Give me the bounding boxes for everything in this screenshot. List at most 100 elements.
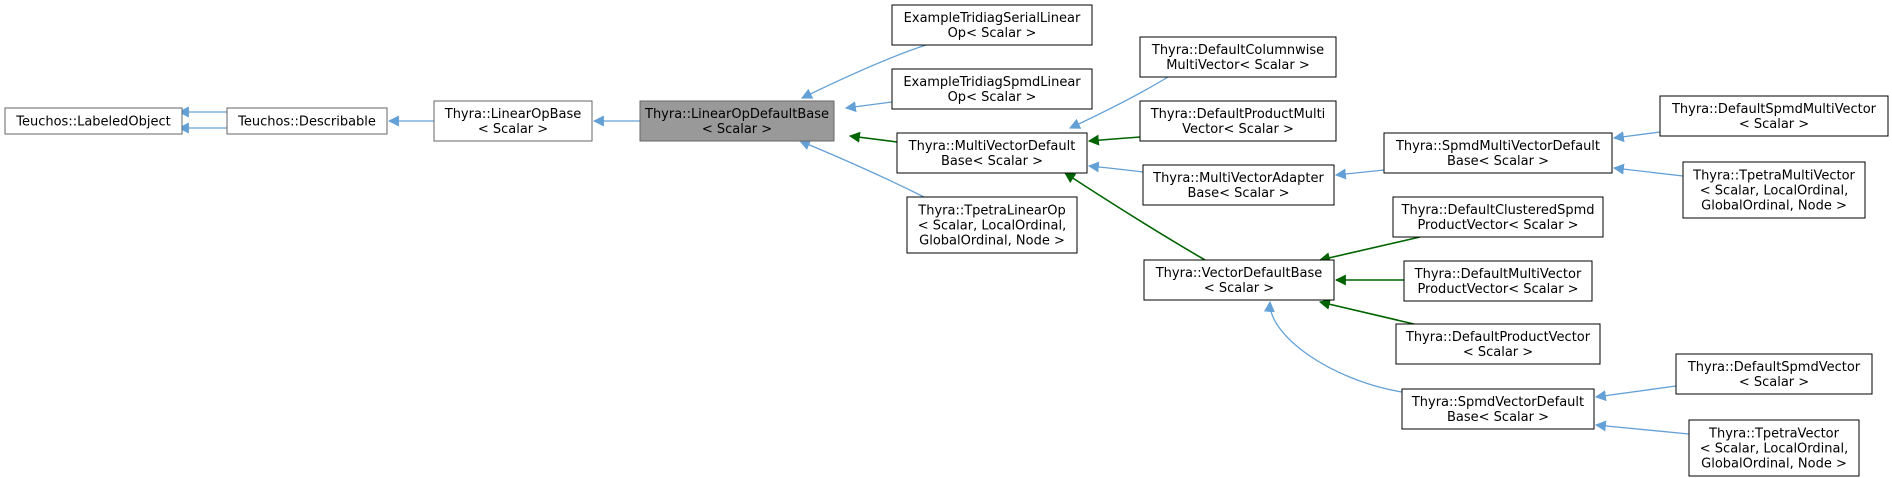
edge-spmd-vector-default-base-to-vector-default-base — [1263, 300, 1403, 393]
edge-default-spmd-mv-to-spmd-mv-default-base — [1612, 131, 1661, 143]
edge-default-product-mv-to-multi-vector-default-base — [1087, 134, 1141, 146]
edge-vector-default-base-to-multi-vector-default-base — [1064, 172, 1206, 261]
class-node-box — [1395, 323, 1601, 365]
class-node-label-line: Base< Scalar > — [1447, 154, 1549, 169]
class-node-label-line: Thyra::DefaultSpmdMultiVector — [1671, 102, 1877, 117]
class-node-label-line: < Scalar > — [1739, 375, 1809, 390]
class-node-label-line: Thyra::MultiVectorDefault — [908, 139, 1076, 154]
class-node-box — [896, 132, 1088, 174]
class-node-label-line: Thyra::VectorDefaultBase — [1155, 266, 1323, 281]
class-node-box — [1403, 260, 1593, 302]
class-node-label-line: ProductVector< Scalar > — [1417, 282, 1578, 297]
class-node-linear-op-default-base[interactable]: Thyra::LinearOpDefaultBase< Scalar > — [639, 100, 835, 142]
class-node-label-line: Thyra::SpmdVectorDefault — [1411, 395, 1584, 410]
class-node-box — [906, 196, 1078, 254]
class-node-label-line: Base< Scalar > — [1447, 410, 1549, 425]
class-node-box — [1675, 353, 1873, 395]
class-node-box — [639, 100, 835, 142]
class-node-label-line: Base< Scalar > — [1188, 186, 1290, 201]
class-node-box — [1142, 164, 1335, 206]
class-node-label-line: GlobalOrdinal, Node > — [919, 234, 1065, 249]
class-node-default-spmd-vector[interactable]: Thyra::DefaultSpmdVector< Scalar > — [1675, 353, 1873, 395]
class-node-default-clustered-spmd-pv[interactable]: Thyra::DefaultClusteredSpmdProductVector… — [1392, 196, 1604, 238]
class-node-describable[interactable]: Teuchos::Describable — [226, 107, 388, 135]
class-node-label-line: MultiVector< Scalar > — [1166, 58, 1310, 73]
class-node-tpetra-multi-vector[interactable]: Thyra::TpetraMultiVector< Scalar, LocalO… — [1682, 161, 1866, 219]
class-node-label-line: Thyra::MultiVectorAdapter — [1152, 171, 1324, 186]
class-node-box — [1401, 388, 1595, 430]
nodes-layer: Teuchos::LabeledObject Teuchos::Describab… — [4, 4, 1889, 477]
class-node-label-line: Base< Scalar > — [941, 154, 1043, 169]
class-node-label-line: Thyra::DefaultProductVector — [1405, 330, 1591, 345]
class-node-box — [1688, 419, 1860, 477]
class-node-box — [891, 4, 1093, 46]
class-node-label-line: Thyra::SpmdMultiVectorDefault — [1395, 139, 1600, 154]
edge-default-clustered-spmd-pv-to-vector-default-base — [1318, 236, 1421, 264]
class-node-box — [891, 68, 1093, 110]
class-node-label-line: < Scalar, LocalOrdinal, — [1700, 442, 1848, 457]
class-node-linear-op-base[interactable]: Thyra::LinearOpBase< Scalar > — [433, 100, 593, 142]
class-node-label-line: Thyra::TpetraMultiVector — [1692, 169, 1855, 184]
class-node-label-line: < Scalar, LocalOrdinal, — [918, 219, 1066, 234]
class-node-box — [1139, 100, 1337, 142]
class-node-box — [4, 107, 183, 135]
class-node-label-line: Thyra::DefaultProductMulti — [1150, 107, 1326, 122]
class-node-default-product-vector[interactable]: Thyra::DefaultProductVector< Scalar > — [1395, 323, 1601, 365]
class-node-vector-default-base[interactable]: Thyra::VectorDefaultBase< Scalar > — [1143, 259, 1335, 301]
edge-tpetra-linear-op-to-linear-op-default-base — [798, 139, 925, 198]
edge-spmd-mv-default-base-to-multi-vector-adapter-base — [1334, 168, 1385, 180]
edge-default-columnwise-mv-to-multi-vector-default-base — [1069, 76, 1169, 129]
class-node-label-line: Thyra::DefaultClusteredSpmd — [1401, 203, 1595, 218]
class-node-box — [1383, 132, 1613, 174]
class-node-label-line: Teuchos::LabeledObject — [15, 115, 171, 130]
class-node-box — [1139, 36, 1337, 78]
class-node-label-line: Thyra::DefaultSpmdVector — [1687, 360, 1861, 375]
class-node-label-line: Op< Scalar > — [948, 26, 1037, 41]
class-node-label-line: < Scalar, LocalOrdinal, — [1700, 184, 1848, 199]
class-node-box — [1682, 161, 1866, 219]
class-node-label-line: ExampleTridiagSpmdLinear — [903, 75, 1081, 90]
class-node-label-line: ProductVector< Scalar > — [1417, 218, 1578, 233]
class-node-default-mv-product-vector[interactable]: Thyra::DefaultMultiVectorProductVector< … — [1403, 260, 1593, 302]
class-node-label-line: < Scalar > — [478, 122, 548, 137]
class-node-labeled-object[interactable]: Teuchos::LabeledObject — [4, 107, 183, 135]
edge-tpetra-vector-to-spmd-vector-default-base — [1594, 420, 1690, 435]
edge-default-product-vector-to-vector-default-base — [1318, 298, 1415, 325]
class-node-label-line: Op< Scalar > — [948, 90, 1037, 105]
class-node-box — [1392, 196, 1604, 238]
class-node-label-line: Teuchos::Describable — [237, 115, 376, 130]
class-node-box — [226, 107, 388, 135]
class-node-label-line: GlobalOrdinal, Node > — [1701, 457, 1847, 472]
edge-multi-vector-adapter-base-to-multi-vector-default-base — [1087, 161, 1144, 173]
class-node-label-line: Thyra::TpetraLinearOp — [917, 204, 1065, 219]
class-node-label-line: Thyra::DefaultColumnwise — [1151, 43, 1324, 58]
class-node-tpetra-linear-op[interactable]: Thyra::TpetraLinearOp< Scalar, LocalOrdi… — [906, 196, 1078, 254]
class-node-box — [1659, 95, 1889, 137]
edges-layer — [177, 44, 1690, 435]
class-node-box — [433, 100, 593, 142]
class-node-label-line: < Scalar > — [1463, 345, 1533, 360]
class-node-label-line: Thyra::LinearOpDefaultBase — [644, 107, 829, 122]
class-node-label-line: GlobalOrdinal, Node > — [1701, 199, 1847, 214]
class-node-label-line: < Scalar > — [1204, 281, 1274, 296]
class-node-tpetra-vector[interactable]: Thyra::TpetraVector< Scalar, LocalOrdina… — [1688, 419, 1860, 477]
class-node-box — [1143, 259, 1335, 301]
edge-example-tridiag-spmd-to-linear-op-default-base — [844, 101, 893, 113]
edge-example-tridiag-serial-to-linear-op-default-base — [801, 44, 927, 99]
class-node-label-line: < Scalar > — [702, 122, 772, 137]
edge-multi-vector-default-base-to-linear-op-default-base — [848, 131, 898, 143]
class-node-label-line: Thyra::TpetraVector — [1708, 427, 1840, 442]
class-node-label-line: ExampleTridiagSerialLinear — [904, 11, 1081, 26]
edge-default-spmd-vector-to-spmd-vector-default-base — [1594, 385, 1677, 402]
class-node-label-line: Thyra::DefaultMultiVector — [1414, 267, 1582, 282]
class-node-default-spmd-mv[interactable]: Thyra::DefaultSpmdMultiVector< Scalar > — [1659, 95, 1889, 137]
